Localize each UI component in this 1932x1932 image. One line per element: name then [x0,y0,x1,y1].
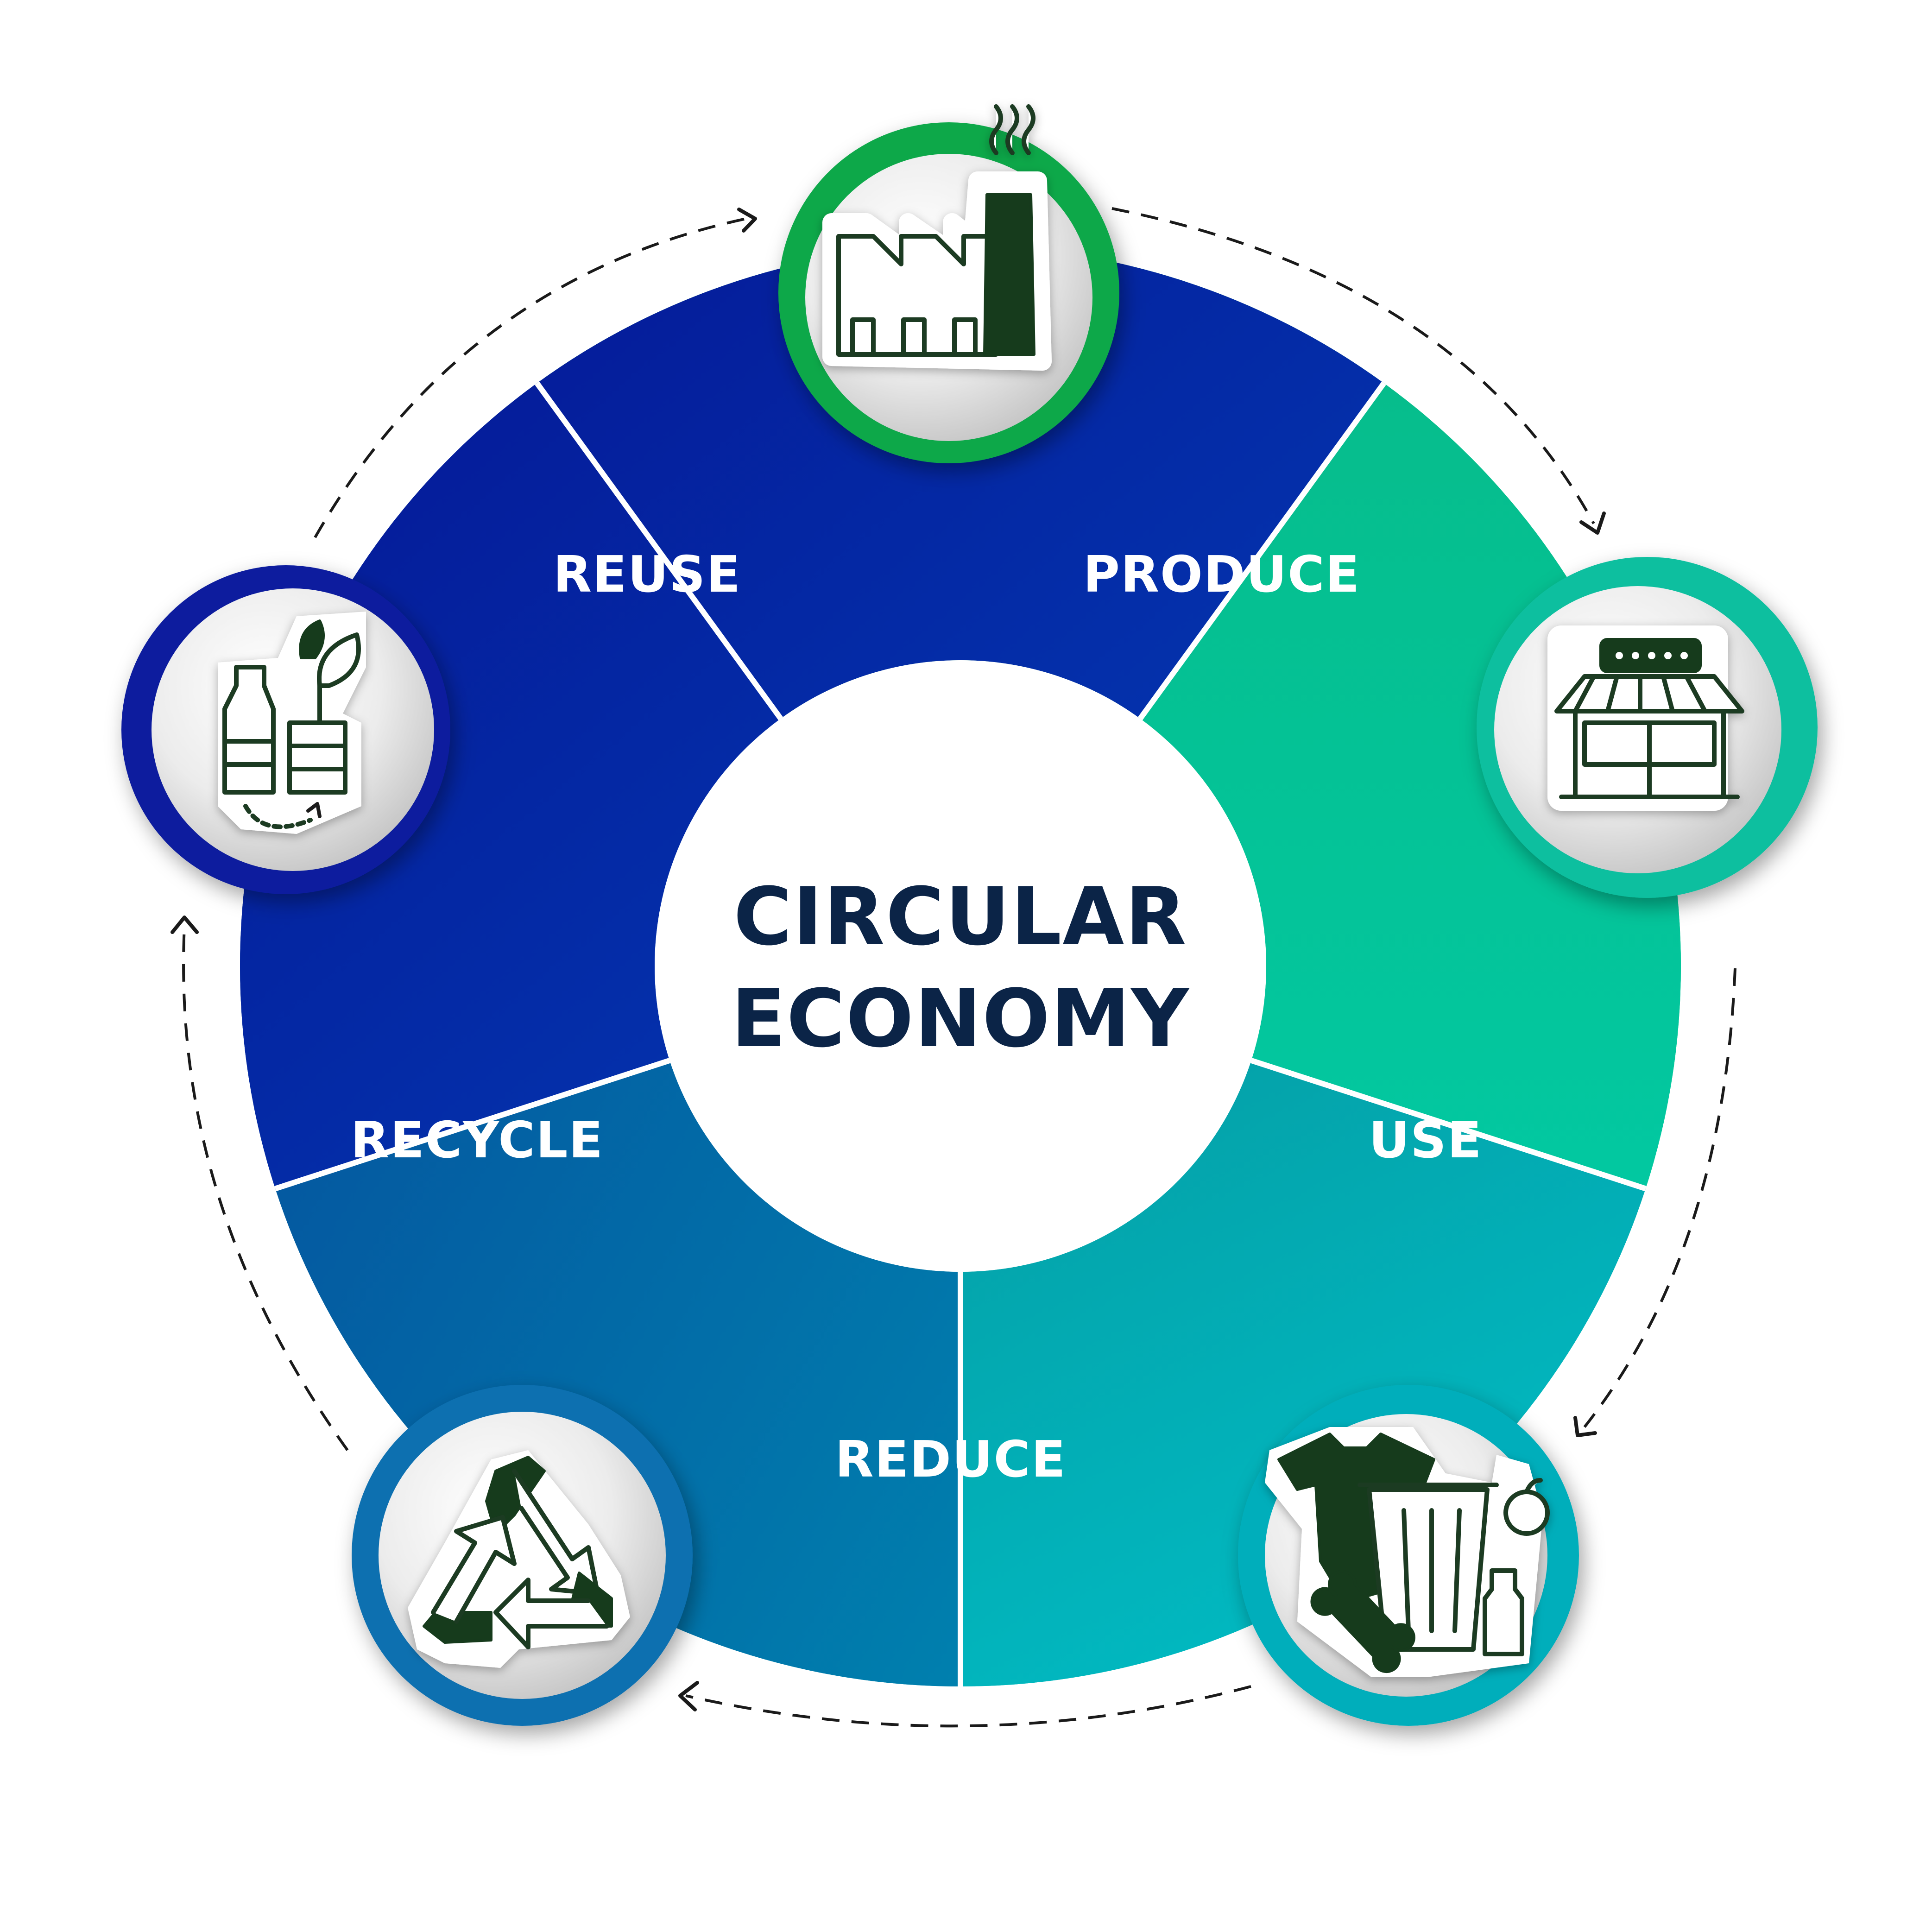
factory-icon [822,104,1052,371]
arrow-head [737,208,757,233]
segment-dividers [274,381,1647,1686]
label-recycle: RECYCLE [351,1111,604,1169]
recycle-icon [408,1450,630,1668]
arrow-recycle-to-reuse [182,926,349,1451]
label-use: USE [1369,1111,1482,1169]
arrow-reduce-to-recycle [685,1685,1251,1728]
segment-divider [1138,381,1386,720]
reuse-bottles-icon [218,612,366,834]
segment-divider [274,1058,671,1192]
arrow-use-to-reduce [1583,968,1736,1428]
cycle-arrows [170,207,1736,1728]
center-circle [655,660,1266,1272]
arrow-head [1573,1416,1597,1437]
arrow-head [170,915,199,934]
arrow-head [678,1681,699,1711]
trash-waste-icon [1265,1427,1550,1677]
arrow-head [1579,511,1606,535]
arrow-reuse-to-produce [314,216,751,538]
shop-icon [1547,625,1744,811]
label-reduce: REDUCE [835,1431,1066,1489]
label-reuse: REUSE [553,546,741,604]
segment-reuse [240,246,1384,1189]
center-title-line2: ECONOMY [731,972,1190,1065]
segment-divider [1250,1058,1647,1192]
segment-divider [535,381,783,720]
arrow-produce-to-use [1111,207,1595,524]
center-title-line1: CIRCULAR [733,870,1187,963]
label-produce: PRODUCE [1083,546,1361,604]
